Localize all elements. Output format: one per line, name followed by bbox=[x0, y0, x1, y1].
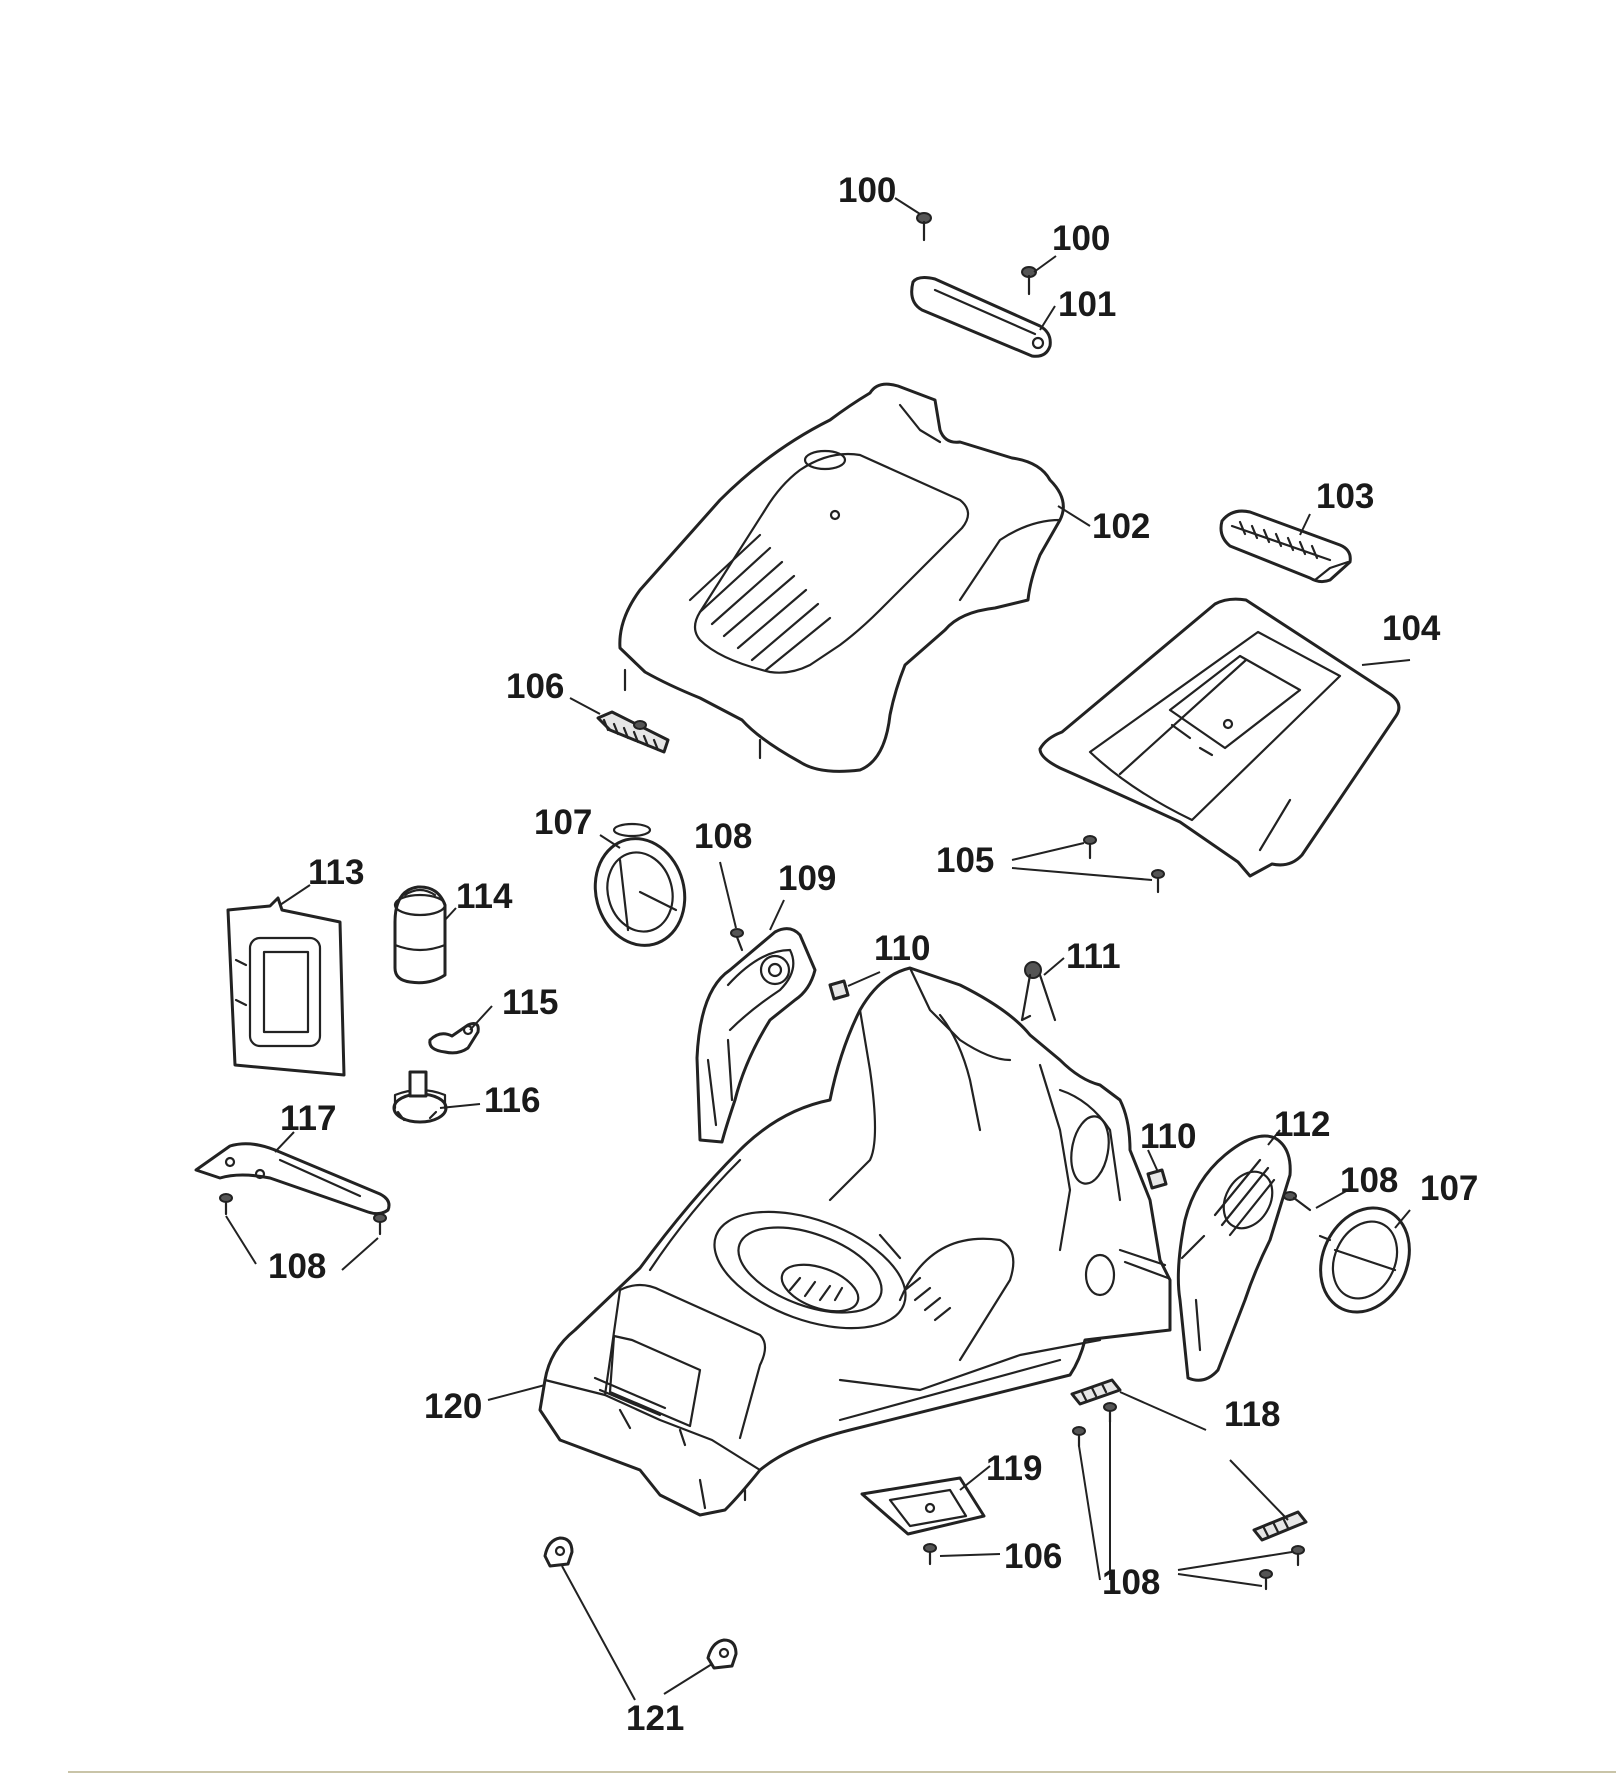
callout-116: 116 bbox=[484, 1081, 540, 1120]
callout-105: 105 bbox=[936, 841, 994, 880]
part-113-panel bbox=[226, 896, 346, 1077]
part-121-clip-upper bbox=[543, 1536, 574, 1568]
part-108-screw-right-bracket bbox=[1283, 1191, 1312, 1212]
part-108-screw-plate-a bbox=[219, 1193, 233, 1216]
callout-112: 112 bbox=[1274, 1105, 1330, 1144]
part-116-switch-base bbox=[392, 1070, 448, 1124]
callout-113: 113 bbox=[308, 853, 364, 892]
part-114-knob bbox=[393, 885, 447, 985]
part-120-main-deck bbox=[538, 966, 1172, 1517]
part-117-bracket-plate bbox=[194, 1142, 391, 1216]
callout-100: 100 bbox=[838, 171, 896, 210]
part-112-side-bracket bbox=[1176, 1134, 1292, 1382]
part-108-screw-plate-b bbox=[373, 1213, 387, 1236]
part-107-wheel-right bbox=[1318, 1206, 1411, 1314]
callout-121: 121 bbox=[626, 1699, 684, 1738]
part-102-upper-cover bbox=[618, 382, 1065, 773]
part-118-guide-strip-upper bbox=[1070, 1378, 1122, 1406]
part-105-screw-b bbox=[1151, 869, 1165, 894]
part-110-block-right bbox=[1146, 1168, 1168, 1190]
callout-118: 118 bbox=[1224, 1395, 1280, 1434]
callout-106: 106 bbox=[1004, 1537, 1062, 1576]
callout-110: 110 bbox=[1140, 1117, 1196, 1156]
leader-lines bbox=[225, 197, 1411, 1701]
part-103-grip-cover bbox=[1219, 509, 1352, 584]
part-110-block-left bbox=[828, 979, 850, 1001]
part-108-screw-strip-a bbox=[1072, 1426, 1086, 1448]
part-100-screw-right bbox=[1021, 266, 1037, 296]
part-115-clip bbox=[428, 1022, 480, 1055]
part-108-screw-left-bracket bbox=[730, 928, 744, 952]
callout-108: 108 bbox=[1102, 1563, 1160, 1602]
callout-120: 120 bbox=[424, 1387, 482, 1426]
part-121-clip-lower bbox=[706, 1638, 738, 1670]
callout-102: 102 bbox=[1092, 507, 1150, 546]
callout-119: 119 bbox=[986, 1449, 1042, 1488]
part-104-lid bbox=[1038, 597, 1401, 878]
part-107-wheel-left bbox=[593, 822, 687, 947]
part-118-guide-strip-lower bbox=[1252, 1510, 1308, 1542]
callout-104: 104 bbox=[1382, 609, 1441, 648]
callout-111: 111 bbox=[1066, 937, 1121, 976]
part-108-screw-strip-b bbox=[1103, 1402, 1117, 1424]
callout-101: 101 bbox=[1058, 285, 1116, 324]
callout-100: 100 bbox=[1052, 219, 1110, 258]
callout-106: 106 bbox=[506, 667, 564, 706]
part-105-screw-a bbox=[1083, 835, 1097, 860]
part-108-screw-strip-d bbox=[1259, 1569, 1273, 1591]
callout-114: 114 bbox=[456, 877, 513, 916]
callout-110: 110 bbox=[874, 929, 930, 968]
part-100-screw-top bbox=[916, 212, 932, 242]
callout-103: 103 bbox=[1316, 477, 1374, 516]
callout-107: 107 bbox=[1420, 1169, 1478, 1208]
part-111-spring bbox=[1020, 961, 1057, 1022]
part-101-handle-grip bbox=[910, 276, 1052, 358]
callout-109: 109 bbox=[778, 859, 836, 898]
part-106-screw-bottom bbox=[923, 1543, 937, 1566]
callout-108: 108 bbox=[268, 1247, 326, 1286]
part-108-screw-strip-c bbox=[1291, 1545, 1305, 1567]
callout-108: 108 bbox=[694, 817, 752, 856]
callout-labels: 100 100 101 102 103 104 105 106 107 108 … bbox=[268, 171, 1478, 1738]
callout-115: 115 bbox=[502, 983, 558, 1022]
callout-117: 117 bbox=[280, 1099, 336, 1138]
part-109-side-bracket bbox=[695, 927, 817, 1144]
footer-divider bbox=[68, 1771, 1616, 1773]
part-106-clip-top bbox=[596, 710, 670, 754]
part-119-small-plate bbox=[860, 1476, 986, 1536]
callout-107: 107 bbox=[534, 803, 592, 842]
callout-108: 108 bbox=[1340, 1161, 1398, 1200]
